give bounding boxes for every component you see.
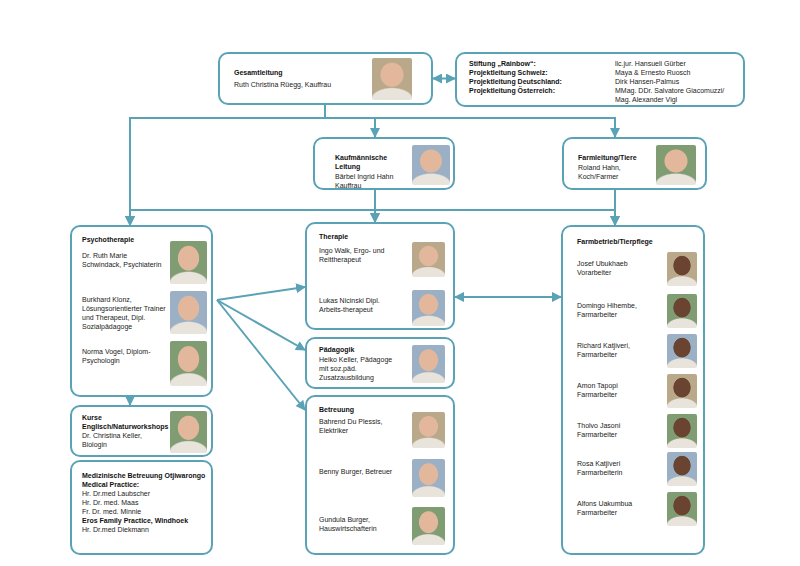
box-heading: Farmleitung/Tiere (578, 153, 654, 162)
portrait-photo (667, 252, 697, 286)
person-text: Alfons Uakumbua Farmarbeiter (577, 499, 649, 517)
person-text: Norma Vogel, Diplom-Psychologin (82, 347, 164, 365)
connector-arrow (130, 190, 615, 225)
connector-arrow (455, 296, 561, 298)
box-heading: Medizinische Betreuung Otjiwarongo Medic… (82, 471, 207, 489)
box-heading: Eros Family Practice, Windhoek (82, 516, 207, 525)
person-text: Heiko Keller, Pädagoge mit soz.päd. Zusa… (319, 355, 401, 382)
portrait-photo (412, 459, 445, 497)
portrait-photo (412, 290, 445, 326)
person-text: Domingo Hihembe, Farmarbeiter (577, 301, 649, 319)
person-text: Dr. Christina Keller, Biologin (82, 431, 166, 449)
person-text: Maya & Ernesto Ruosch (615, 68, 740, 77)
portrait-photo (412, 345, 445, 383)
person-text: Burkhard Klonz, Lösungsorientierter Trai… (82, 295, 166, 331)
box-heading: Projektleitung Österreich: (469, 86, 609, 95)
management-box: Farmleitung/TiereRoland Hahn, Koch/Farme… (562, 137, 707, 190)
connector-arrow (217, 300, 305, 350)
person-text: lic.jur. Hansueli Gürber (615, 59, 740, 68)
box-heading: Kaufmännische Leitung (335, 153, 409, 171)
person-text: Amon Tapopi Farmarbeiter (577, 381, 649, 399)
box-heading: Farmbetrieb/Tierpflege (577, 237, 687, 246)
connector-arrow (325, 105, 615, 137)
box-heading: Gesamtleitung (234, 68, 364, 77)
box-heading: Stiftung „Rainbow“: (469, 59, 609, 68)
management-box: Kaufmännische LeitungBärbel Ingrid Hahn … (313, 137, 455, 190)
portrait-photo (412, 412, 445, 448)
person-text: Hr. Dr.med Diekmann (82, 525, 207, 534)
connector-arrow (375, 190, 615, 225)
person-text: MMag. DDr. Salvatore Giacomuzzi/ Mag. Al… (615, 86, 740, 104)
leader-box: GesamtleitungRuth Christina Rüegg, Kauff… (218, 52, 433, 105)
portrait-photo (667, 492, 697, 526)
department-box: BetreuungBahrend Du Plessis, ElektrikerB… (305, 395, 455, 555)
person-text: Benny Burger, Betreuer (319, 467, 401, 476)
portrait-photo (170, 411, 207, 453)
department-box: Medizinische Betreuung Otjiwarongo Medic… (70, 460, 213, 555)
box-heading: Betreuung (319, 405, 409, 414)
person-text: Roland Hahn, Koch/Farmer (578, 163, 648, 181)
person-text: Dirk Hansen-Palmus (615, 77, 740, 86)
connector-arrow (217, 287, 305, 300)
person-text: Rosa Katjiveri Farmarbeiterin (577, 459, 649, 477)
portrait-photo (170, 291, 207, 334)
person-text: Fr. Dr. med. Minnie (82, 507, 207, 516)
foundation-box: Stiftung „Rainbow“: lic.jur. Hansueli Gür… (455, 52, 745, 107)
portrait-photo (667, 452, 697, 486)
connector-arrow (130, 190, 375, 225)
box-heading: Therapie (319, 232, 409, 241)
person-text: Hr. Dr. med. Maas (82, 498, 207, 507)
portrait-photo (667, 414, 697, 448)
department-box: PsychotherapieDr. Ruth Marie Schwindack,… (70, 225, 213, 397)
person-text: Gundula Burger, Hauswirtschafterin (319, 515, 401, 533)
person-text: Richard Katjiveri, Farmarbeiter (577, 341, 649, 359)
portrait-photo (170, 341, 207, 386)
connector-arrow (433, 78, 455, 80)
department-box: TherapieIngo Walk, Ergo- und Reittherape… (305, 222, 455, 330)
box-heading: Projektleitung Deutschland: (469, 77, 609, 86)
connector-arrow (325, 105, 375, 137)
person-text: Ruth Christina Rüegg, Kauffrau (234, 80, 369, 89)
person-text: Bahrend Du Plessis, Elektriker (319, 417, 401, 435)
connector-arrow (129, 397, 131, 405)
connector-arrow (374, 190, 376, 222)
person-text: Lukas Nicinski Dipl. Arbeits-therapeut (319, 296, 401, 314)
person-text: Bärbel Ingrid Hahn Kauffrau (335, 172, 409, 190)
portrait-photo (412, 242, 445, 277)
person-text: Tholvo Jasoni Farmarbeiter (577, 421, 649, 439)
person-text: Hr. Dr.med Laubscher (82, 489, 207, 498)
department-box: Kurse Englisch/NaturworkshopsDr. Christi… (70, 405, 213, 457)
box-heading: Kurse Englisch/Naturworkshops (82, 413, 170, 431)
portrait-photo (412, 145, 450, 185)
portrait-photo (372, 58, 412, 100)
box-heading: Projektleitung Schweiz: (469, 68, 609, 77)
portrait-photo (170, 241, 207, 284)
box-heading: Pädagogik (319, 345, 409, 354)
portrait-photo (667, 334, 697, 368)
connector-arrow (375, 190, 615, 222)
portrait-photo (667, 294, 697, 328)
person-text: Ingo Walk, Ergo- und Reittherapeut (319, 246, 401, 264)
portrait-photo (667, 374, 697, 408)
person-text: Josef Ubukhaeb Vorarbeiter (577, 259, 649, 277)
portrait-photo (412, 507, 445, 545)
department-box: Farmbetrieb/TierpflegeJosef Ubukhaeb Vor… (561, 225, 705, 555)
box-heading: Psychotherapie (82, 235, 172, 244)
connector-arrow (130, 105, 325, 225)
connector-arrow (614, 190, 616, 225)
connector-arrow (217, 300, 305, 410)
portrait-photo (656, 145, 696, 185)
department-box: PädagogikHeiko Keller, Pädagoge mit soz.… (305, 337, 455, 389)
person-text: Dr. Ruth Marie Schwindack, Psychiaterin (82, 251, 164, 269)
